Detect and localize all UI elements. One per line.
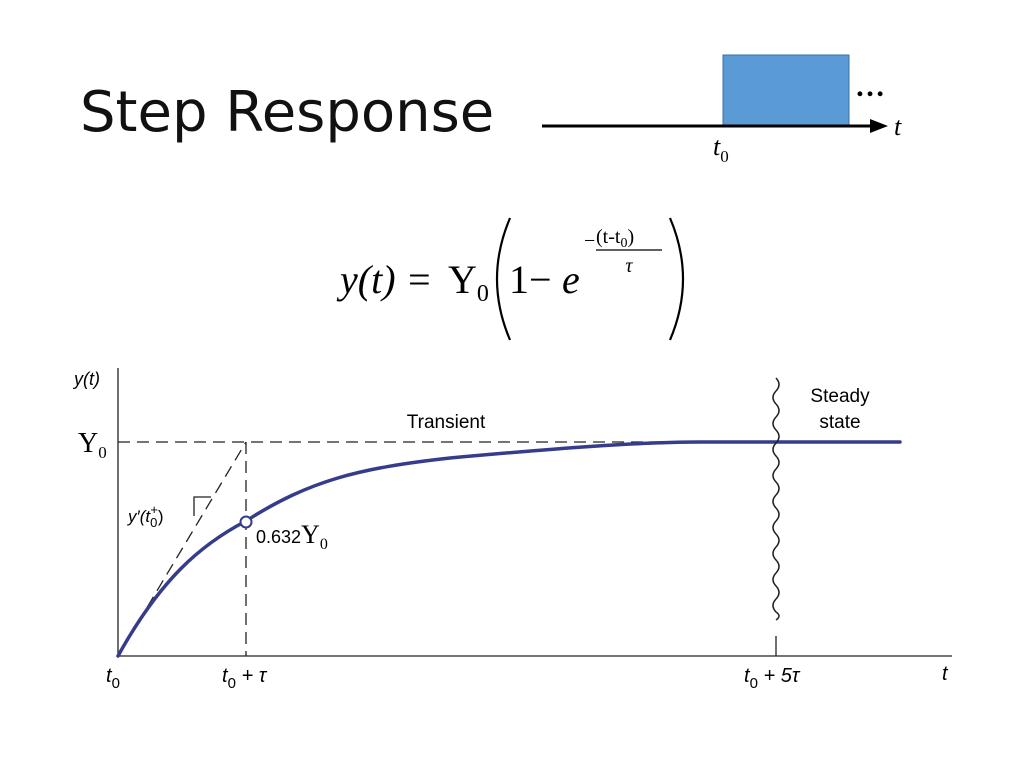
steady-state-wavy-divider bbox=[772, 377, 780, 621]
tick-label-t0-plus-tau: t0 + τ bbox=[222, 665, 268, 692]
slide-title: Step Response bbox=[80, 80, 495, 145]
step-input-axis-arrowhead bbox=[870, 119, 888, 133]
steady-state-label-line2: state bbox=[819, 412, 860, 433]
step-response-chart: y(t) t Y0 y′(t0+) 0.632Y0 Transient Stea… bbox=[72, 368, 952, 692]
equation-exponent-denominator: τ bbox=[625, 255, 633, 277]
equation-exponent-minus: − bbox=[584, 230, 595, 252]
step-input-pulse bbox=[722, 54, 850, 126]
tangent-slope-label: y′(t0+) bbox=[127, 502, 164, 530]
tangent-slope-marker bbox=[193, 496, 211, 516]
tick-label-t0-plus-5tau: t0 + 5τ bbox=[744, 665, 801, 692]
y0-level-label: Y0 bbox=[78, 428, 107, 462]
step-input-t0-label: t0 bbox=[713, 132, 729, 166]
x-axis-label: t bbox=[942, 663, 949, 685]
step-input-diagram: … t t0 bbox=[542, 54, 902, 166]
equation-lhs: y(t) = bbox=[336, 257, 433, 302]
y-axis-label: y(t) bbox=[72, 369, 100, 389]
equation-one-minus: 1− bbox=[509, 257, 552, 302]
step-input-axis-label: t bbox=[894, 112, 902, 141]
tau-point-marker bbox=[239, 515, 253, 529]
tau-point-label: 0.632Y0 bbox=[256, 520, 328, 553]
equation-exponent-numerator: (t-t0) bbox=[596, 226, 634, 251]
step-input-ellipsis: … bbox=[855, 70, 885, 103]
tick-label-t0: t0 bbox=[106, 665, 120, 692]
transient-region-label: Transient bbox=[407, 412, 486, 433]
equation-coefficient: Y0 bbox=[448, 257, 489, 307]
equation-right-paren bbox=[668, 217, 685, 341]
steady-state-label-line1: Steady bbox=[810, 386, 870, 407]
equation-e: e bbox=[562, 257, 580, 302]
step-response-equation: y(t) = Y0 1− e − (t-t0) τ bbox=[336, 217, 685, 341]
response-curve bbox=[116, 440, 902, 658]
equation-left-paren bbox=[495, 217, 512, 341]
